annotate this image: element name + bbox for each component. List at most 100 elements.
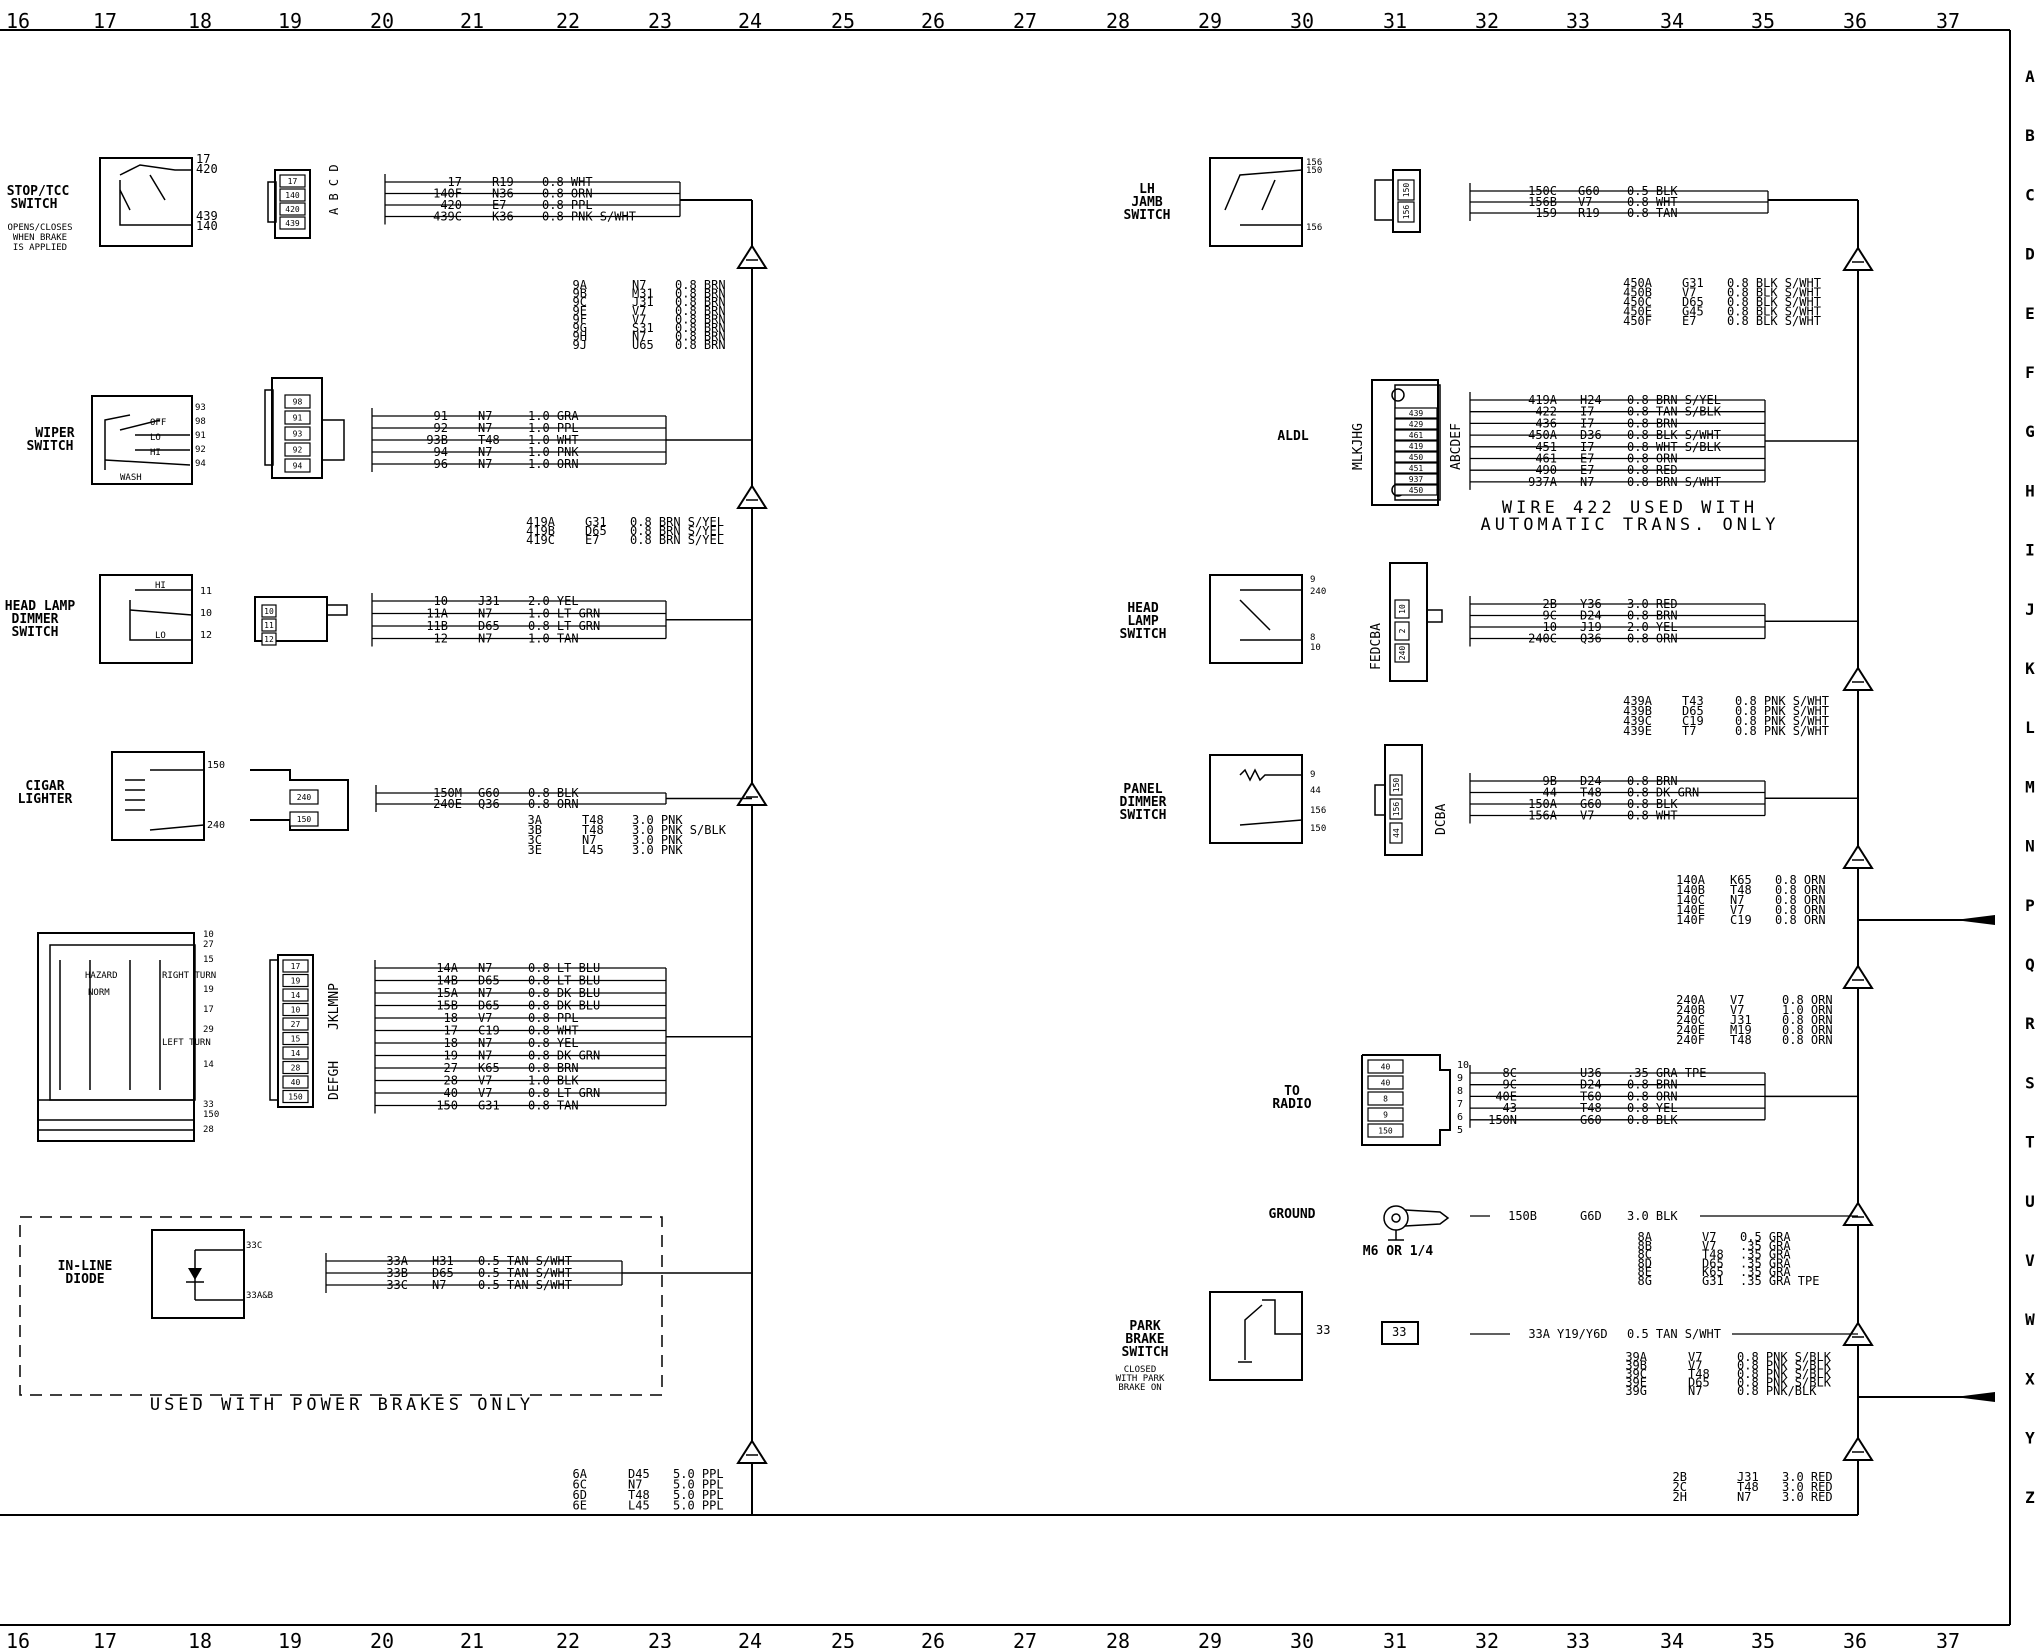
- wire-gauge-color: 5.0 PPL: [673, 1467, 724, 1481]
- hazard-turn-switch: HAZARD NORM RIGHT TURN LEFT TURN 1027151…: [37, 930, 219, 1142]
- wire-location: D65: [1702, 1256, 1724, 1270]
- svg-text:DIMMER: DIMMER: [12, 612, 59, 627]
- wire-circuit: 140C: [1676, 893, 1705, 907]
- wire-gauge-color: 5.0 PPL: [673, 1488, 724, 1502]
- wire-circuit: 6A: [573, 1467, 588, 1481]
- wire-circuit: 140F: [1676, 913, 1705, 927]
- wiper-terminal: 93: [195, 403, 206, 413]
- wire-circuit: 8E: [1638, 1265, 1652, 1279]
- grid-row-V: V: [2025, 1251, 2035, 1270]
- grid-col-bottom-25: 25: [831, 1629, 855, 1648]
- wire-gauge-color: 0.8 ORN: [1782, 1033, 1833, 1047]
- wire-location: N7: [632, 330, 646, 344]
- head-lamp-terminal: 8: [1310, 633, 1315, 643]
- svg-text:DEFGH: DEFGH: [327, 1061, 342, 1100]
- jamb-terminal: 150: [1306, 166, 1322, 176]
- wire-circuit: 8B: [1638, 1239, 1652, 1253]
- wire-gauge-color: 0.8 PNK S/BLK: [1737, 1350, 1832, 1364]
- wire-location: T48: [582, 823, 604, 837]
- connector-cavity: 450: [1409, 453, 1424, 462]
- grid-col-bottom-28: 28: [1106, 1629, 1130, 1648]
- dimmer-terminal: 10: [200, 608, 212, 619]
- svg-text:MLKJHG: MLKJHG: [1351, 423, 1366, 470]
- svg-text:33: 33: [1392, 1325, 1406, 1339]
- cigar-terminal: 150: [207, 760, 225, 771]
- svg-text:GROUND: GROUND: [1269, 1207, 1316, 1222]
- grid-row-H: H: [2025, 481, 2035, 500]
- wire-circuit: 419C: [526, 533, 555, 547]
- wire-circuit: 39E: [1625, 1376, 1647, 1390]
- svg-text:LAMP: LAMP: [1127, 614, 1158, 629]
- svg-text:LEFT TURN: LEFT TURN: [162, 1038, 211, 1048]
- svg-text:ALDL: ALDL: [1277, 429, 1308, 444]
- grid-col-19: 19: [278, 9, 302, 33]
- grid-col-bottom-19: 19: [278, 1629, 302, 1648]
- grid-col-bottom-26: 26: [921, 1629, 945, 1648]
- connector-cavity: 10: [1398, 604, 1407, 614]
- svg-text:33A&B: 33A&B: [246, 1291, 273, 1301]
- wire-gauge-color: 3.0 PNK: [632, 843, 683, 857]
- connector-cavity: 2: [1398, 628, 1407, 633]
- grid-row-I: I: [2025, 541, 2035, 560]
- wire-circuit: 419A: [526, 515, 556, 529]
- radio-terminal: 7: [1457, 1099, 1463, 1110]
- wire-circuit: 9H: [573, 330, 587, 344]
- wire-circuit: 2H: [1673, 1490, 1687, 1504]
- svg-text:TO: TO: [1284, 1084, 1300, 1099]
- hazard-terminal: 10: [203, 930, 214, 940]
- grid-col-bottom-17: 17: [93, 1629, 117, 1648]
- wire-location: T48: [628, 1488, 650, 1502]
- wire-gauge-color: 0.8 ORN: [1775, 873, 1826, 887]
- svg-text:SWITCH: SWITCH: [27, 439, 74, 454]
- grid-col-bottom-29: 29: [1198, 1629, 1222, 1648]
- wire-circuit: 9B: [573, 287, 587, 301]
- wire-location: T48: [1730, 1033, 1752, 1047]
- grid-col-bottom-27: 27: [1013, 1629, 1037, 1648]
- wire-circuit: 3A: [528, 813, 543, 827]
- splice-4: [1842, 246, 1874, 271]
- panel-dimmer-terminal: 9: [1310, 770, 1315, 780]
- wiper-terminal: 98: [195, 417, 206, 427]
- wire-circuit: 9E: [573, 304, 587, 318]
- wire-location: T7: [1682, 724, 1696, 738]
- grid-col-24: 24: [738, 9, 762, 33]
- connector-cavity: 17: [288, 177, 298, 186]
- wire-gauge-color: 1.0 ORN: [1782, 1003, 1833, 1017]
- svg-text:NORM: NORM: [88, 988, 110, 998]
- wire-gauge-color: 0.8 PNK S/WHT: [1735, 714, 1829, 728]
- grid-row-P: P: [2025, 896, 2035, 915]
- connector-cavity: 27: [291, 1020, 301, 1029]
- grid-row-E: E: [2025, 304, 2035, 323]
- wire-location: C19: [1682, 714, 1704, 728]
- park-brake-connector: 33: [1381, 1321, 1419, 1345]
- grid-row-Y: Y: [2025, 1429, 2035, 1448]
- connector-cavity: 140: [285, 191, 300, 200]
- wire-location: G45: [1682, 305, 1704, 319]
- connector-cavity: 10: [291, 1006, 301, 1015]
